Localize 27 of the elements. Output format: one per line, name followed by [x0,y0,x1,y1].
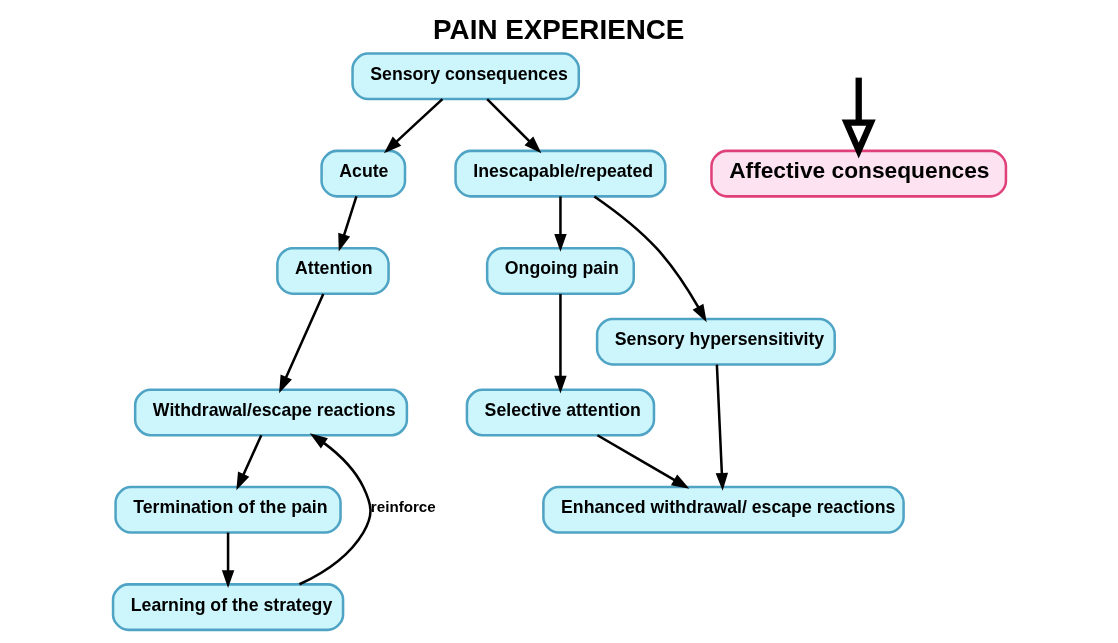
arrow [553,293,567,394]
edge-label: reinforce [370,498,436,516]
arrow [298,433,372,586]
arrow [235,434,262,491]
arrow [221,532,234,588]
node-box: Enhanced withdrawal/ escape reactions [541,485,905,534]
node-box: Withdrawal/escape reactions [133,388,408,437]
arrow [596,434,689,489]
arrow [593,195,707,323]
node-box: Affective consequences [709,149,1007,198]
node-box: Inescapable/repeated [453,149,667,198]
arrow [337,196,358,252]
node-box: Termination of the pain [113,485,342,534]
arrow [553,196,567,252]
node-box: Acute [319,149,406,198]
arrow [278,293,324,394]
node-box: Sensory hypersensitivity [595,317,836,366]
arrow [485,98,541,154]
node-box: Sensory consequences [350,52,580,101]
arrow [841,77,876,159]
arrow [715,364,728,491]
node-box: Selective attention [465,388,655,437]
arrow [383,98,443,154]
node-box: Learning of the strategy [111,583,344,632]
node-box: Attention [275,246,390,295]
node-box: Ongoing pain [485,246,635,295]
diagram-title: PAIN EXPERIENCE [432,14,684,46]
